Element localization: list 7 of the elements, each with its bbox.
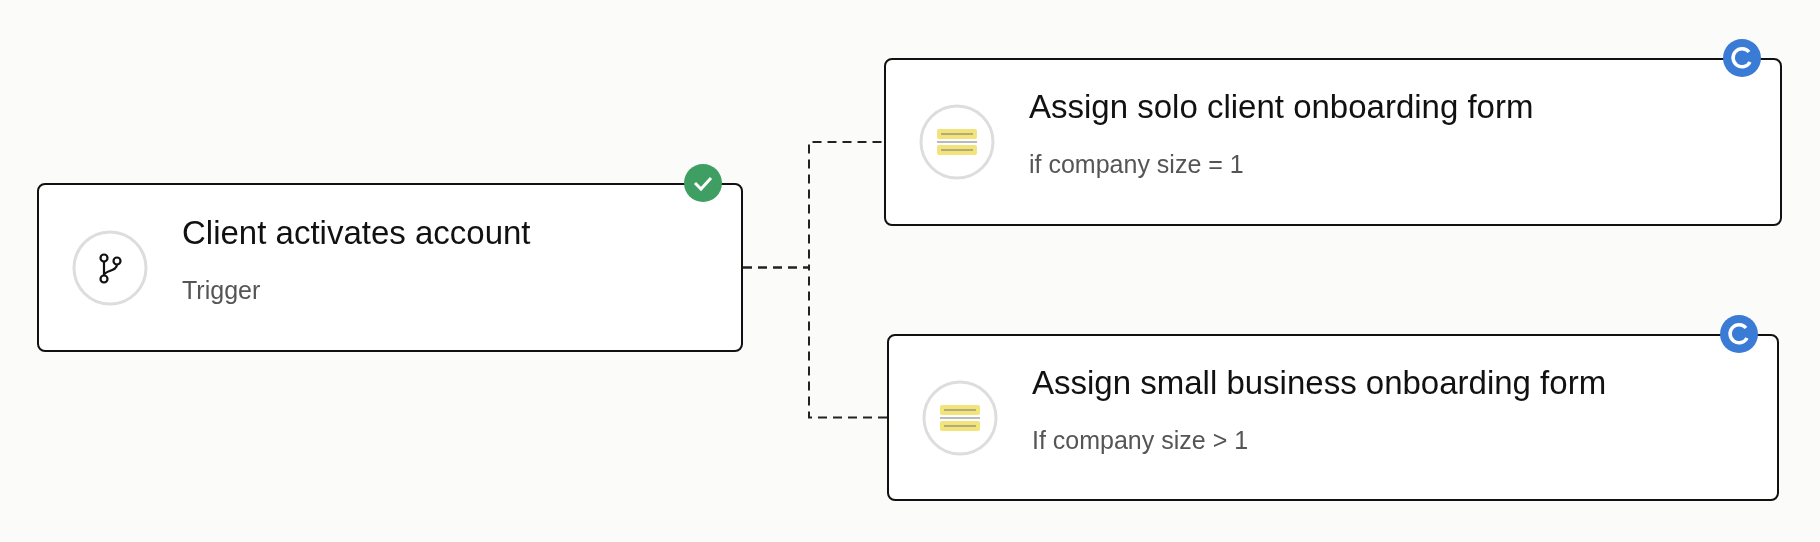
step-subtitle: If company size > 1 — [1032, 425, 1249, 455]
step-title: Client activates account — [182, 213, 531, 252]
connector-line — [742, 266, 888, 419]
step-subtitle: Trigger — [182, 275, 261, 305]
step-title: Assign solo client onboarding form — [1029, 88, 1534, 126]
step-title: Assign small business onboarding form — [1032, 363, 1607, 402]
step-subtitle: if company size = 1 — [1029, 150, 1244, 179]
